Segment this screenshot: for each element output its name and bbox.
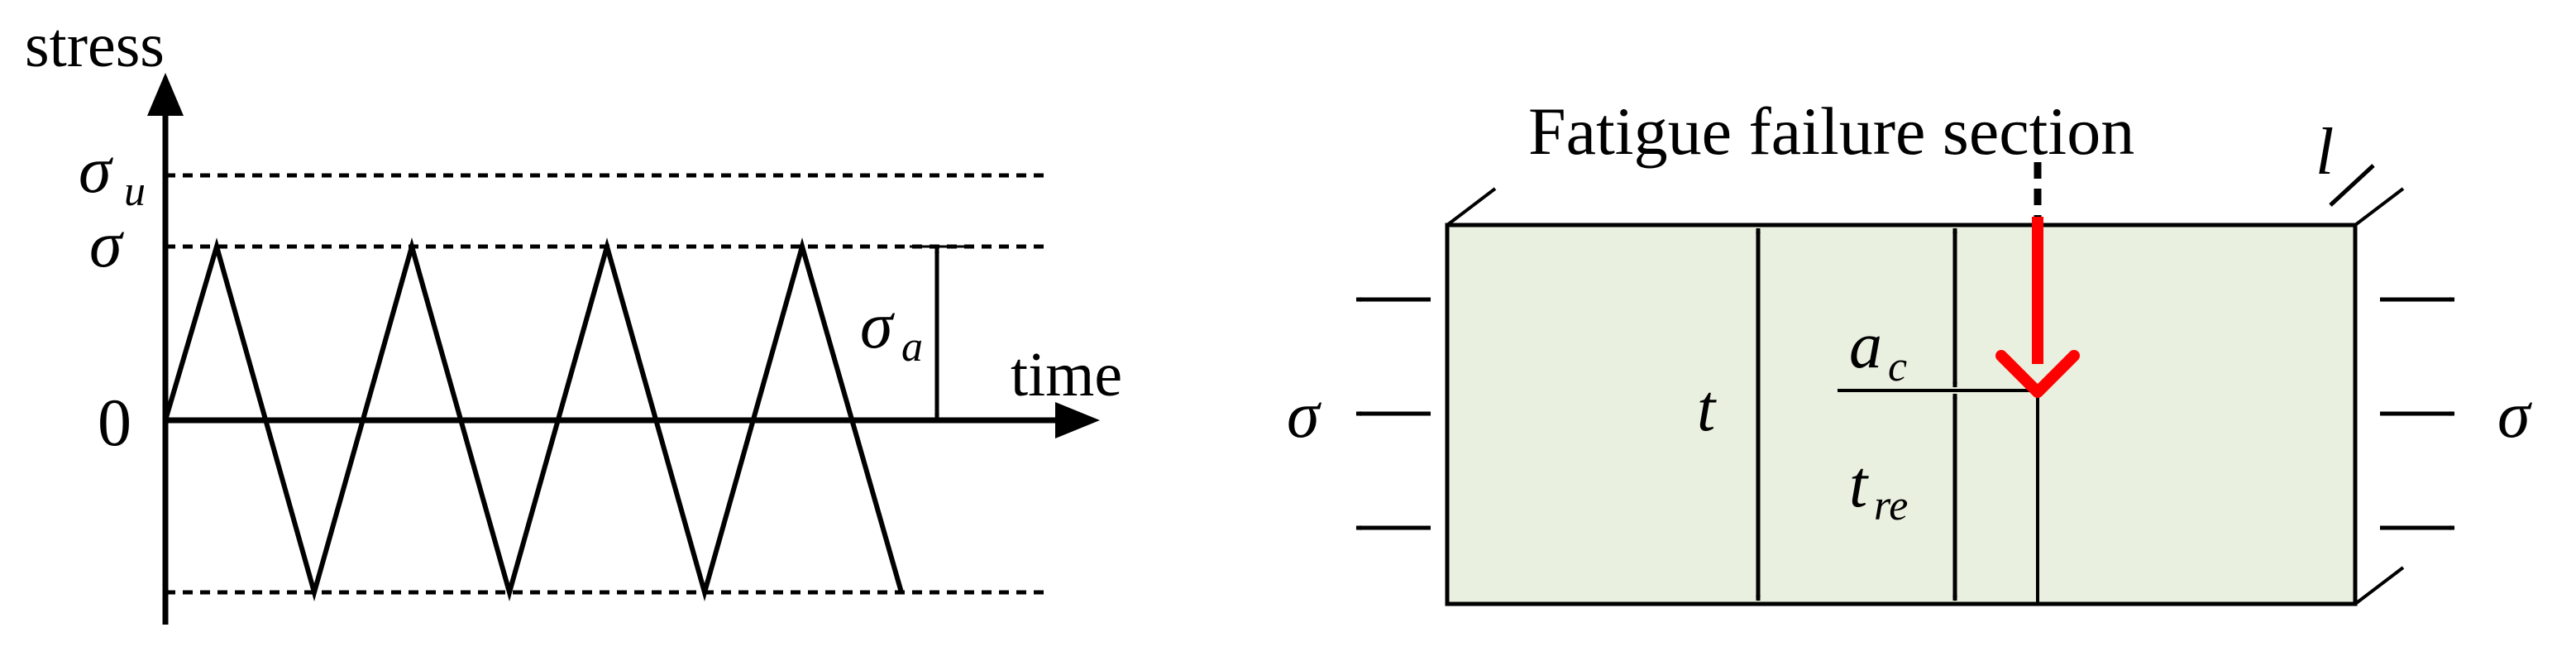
remaining-thickness-symbol: t [1849, 448, 1869, 521]
ultimate-stress-symbol: σ [79, 134, 113, 207]
depth-dimension-arrow [2329, 164, 2375, 207]
right-applied-stress-symbol: σ [2497, 379, 2532, 452]
specimen-diagram: l t a c t re Fatigue failure section σ [1287, 93, 2532, 606]
y-axis [147, 73, 184, 625]
crack-depth-subscript: c [1888, 343, 1907, 390]
stress-time-plot: stress time 0 σ u σ σ a [25, 11, 1122, 625]
x-axis-label: time [1011, 340, 1122, 410]
y-axis-arrowhead [147, 73, 184, 116]
specimen-top-right-edge [2354, 187, 2405, 227]
origin-label: 0 [98, 385, 131, 460]
peak-stress-symbol: σ [89, 208, 124, 281]
specimen-body [1445, 223, 2358, 606]
right-tension-arrows [2380, 297, 2455, 530]
x-axis-arrowhead [1055, 402, 1100, 438]
specimen-top-left-edge [1446, 187, 1497, 227]
left-tension-arrows [1355, 297, 1431, 530]
thickness-symbol: t [1697, 372, 1717, 445]
y-axis-label: stress [25, 11, 165, 80]
crack-depth-symbol: a [1849, 309, 1882, 382]
fatigue-failure-section-label: Fatigue failure section [1528, 93, 2134, 169]
specimen-bottom-right-edge [2354, 566, 2405, 606]
cyclic-stress-waveform [163, 237, 904, 602]
crack-growth-arrowhead [1995, 350, 2080, 398]
amplitude-subscript: a [901, 323, 923, 371]
amplitude-symbol: σ [860, 290, 895, 362]
ultimate-stress-subscript: u [124, 168, 146, 215]
remaining-thickness-subscript: re [1874, 482, 1908, 529]
depth-symbol: l [2316, 116, 2334, 189]
left-applied-stress-symbol: σ [1287, 379, 1321, 452]
